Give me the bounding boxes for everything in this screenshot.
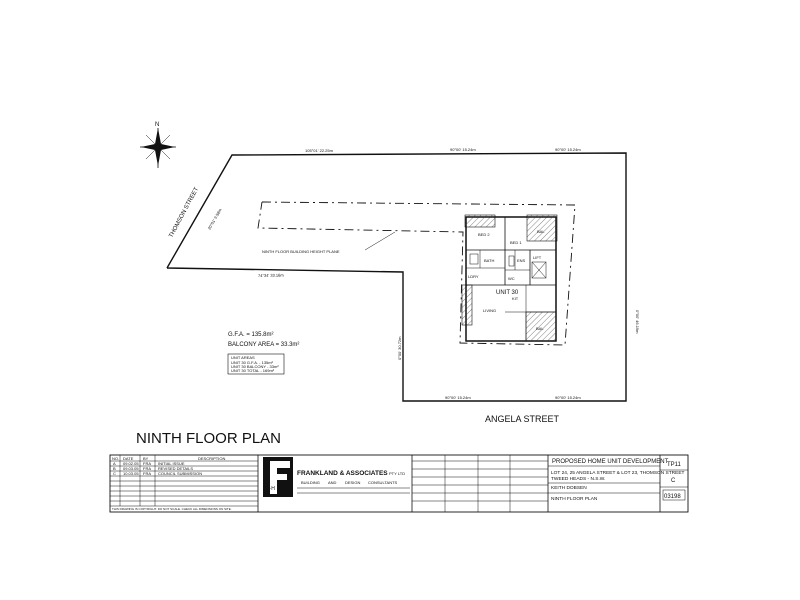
bearing-top-3: 90°00' 15.24m [555, 147, 581, 152]
balcony-left [461, 284, 473, 326]
rev-header: NO. [112, 456, 119, 461]
unit-label: UNIT 30 [496, 290, 519, 296]
unit-floor-plan: BED 2 BED 1 BATH LDRY ENS WC LIFT KIT LI… [461, 214, 558, 342]
rev-footnote: THIS DRAWING IS COPYRIGHT. DO NOT SCALE.… [112, 507, 232, 511]
area-table-row: UNIT AREAS [231, 355, 255, 360]
room-wc: WC [508, 276, 515, 281]
approval-grid [412, 455, 548, 512]
rev-cell: COUNCIL SUBMISSION [158, 471, 202, 476]
area-table-row: UNIT 30 TOTAL - 169m² [231, 368, 275, 373]
rev-cell: 10.03.05 [123, 471, 139, 476]
firm-line-1: BUILDING [301, 480, 320, 485]
rev-cell: B [113, 466, 116, 471]
height-plane-label: NINTH FLOOR BUILDING HEIGHT PLANE [262, 249, 340, 254]
room-bath: BATH [484, 258, 494, 263]
room-lift: LIFT [533, 255, 542, 260]
room-bed1: BED 1 [510, 240, 522, 245]
rev-cell: C [113, 471, 116, 476]
area-table-row: UNIT 30 G.F.A. - 135m² [231, 360, 274, 365]
firm-line-2: AND [328, 480, 337, 485]
street-thomson-label: THOMSON STREET [168, 186, 200, 239]
bearing-top-1: 105°01' 22.25m [305, 148, 334, 153]
area-table-row: UNIT 30 BALCONY - 33m² [231, 364, 279, 369]
bearing-bottom-2: 90°00' 15.24m [555, 395, 581, 400]
bearing-thomson-side: 20°01' 9.58m [207, 207, 223, 230]
firm-suffix: PTY LTD [389, 471, 405, 476]
north-arrow-icon: N [140, 122, 176, 168]
revision-letter: C [671, 478, 676, 484]
logo-monogram: R·H [266, 486, 275, 492]
room-living: LIVING [483, 308, 496, 313]
rev-cell: REVISED DETAILS [158, 466, 193, 471]
height-plane: NINTH FLOOR BUILDING HEIGHT PLANE [257, 201, 576, 346]
bearing-mid-vertical: 0°00' 30.72m [397, 336, 402, 360]
firm-logo: R·H [263, 457, 293, 497]
rev-cell: A [113, 461, 116, 466]
room-balcony-1: BAL [537, 229, 545, 234]
area-table: UNIT AREAS UNIT 30 G.F.A. - 135m² UNIT 3… [227, 353, 285, 375]
plan-title: NINTH FLOOR PLAN [136, 430, 281, 447]
rev-cell: FRA [143, 461, 151, 466]
rev-cell: 09.03.05 [123, 466, 139, 471]
bearing-bottom-1: 90°00' 15.24m [445, 395, 471, 400]
room-ldry: LDRY [468, 274, 479, 279]
project-client: KEITH DOBSEN [551, 485, 587, 491]
balcony-top-left [464, 214, 496, 228]
bearing-top-2: 90°00' 15.24m [450, 147, 476, 152]
title-block: NO. DATE BY DESCRIPTION A 09.02.05 FRA I… [109, 454, 689, 513]
bearing-inner: 74°34' 33.16m [258, 273, 284, 278]
street-angela-label: ANGELA STREET [485, 414, 560, 424]
sheet-number: TP11 [667, 462, 682, 468]
firm-name: FRANKLAND & ASSOCIATES [297, 470, 388, 477]
firm-line-3: DESIGN [345, 480, 360, 485]
project-address-1: LOT 24, 25 ANGELA STREET & LOT 23, THOMS… [551, 470, 685, 476]
balcony-top-right [526, 214, 558, 242]
gfa-label: G.F.A. = 135.8m² [228, 332, 274, 338]
rev-cell: FRA [143, 466, 151, 471]
balcony-area-label: BALCONY AREA = 33.3m² [228, 342, 299, 348]
room-kitchen: KIT [512, 296, 519, 301]
rev-header: BY [143, 456, 149, 461]
room-ens: ENS [517, 258, 526, 263]
rev-cell: INITIAL ISSUE [158, 461, 185, 466]
north-label: N [155, 122, 159, 128]
site-boundary: 105°01' 22.25m 90°00' 15.24m 90°00' 15.2… [166, 147, 640, 402]
project-address-2: TWEED HEADS - N.S.W. [551, 476, 605, 482]
room-balcony-2: BAL [536, 326, 544, 331]
bearing-right-vertical: 0°00' 46.19m [635, 310, 640, 334]
job-number: 03198 [664, 494, 681, 500]
revision-table: NO. DATE BY DESCRIPTION A 09.02.05 FRA I… [110, 455, 258, 511]
rev-header: DESCRIPTION [198, 456, 225, 461]
rev-cell: 09.02.05 [123, 461, 139, 466]
firm-line-4: CONSULTANTS [368, 480, 398, 485]
project-drawing: NINTH FLOOR PLAN [551, 496, 598, 502]
rev-cell: FRA [143, 471, 151, 476]
rev-header: DATE [123, 456, 134, 461]
room-bed2: BED 2 [478, 232, 490, 237]
project-title: PROPOSED HOME UNIT DEVELOPMENT [552, 459, 669, 465]
